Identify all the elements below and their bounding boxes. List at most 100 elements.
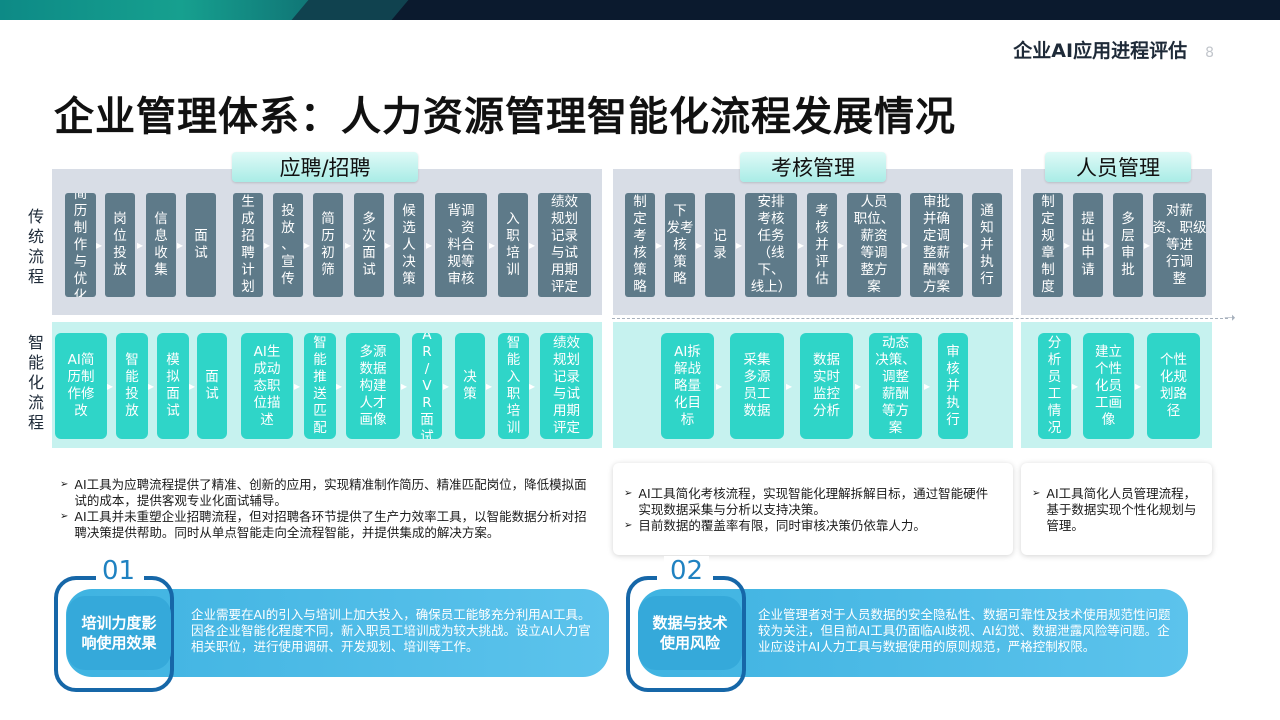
arrow-right-icon: ▸	[148, 379, 155, 393]
arrow-right-icon: ▸	[264, 238, 271, 252]
arrow-right-icon: ▸	[529, 238, 536, 252]
ai-step: 分 析 员 工 情 况	[1038, 333, 1071, 439]
ai-step: 决 策	[455, 333, 485, 439]
top-bar-gradient	[0, 0, 330, 20]
notes-card-staff	[1021, 463, 1212, 555]
arrow-right-icon: ▸	[529, 379, 536, 393]
note-text: AI工具简化人员管理流程，基于数据实现个性化规划与管理。	[1046, 486, 1197, 533]
challenge-text: 企业需要在AI的引入与培训上加大投入，确保员工能够充分利用AI工具。因各企业智能…	[191, 607, 591, 654]
list-item: ➢ AI工具简化考核流程，实现智能化理解拆解目标，通过智能硬件实现数据采集与分析以…	[624, 486, 996, 518]
trad-step: 简 历 制 作 与 优 化	[65, 193, 96, 297]
ai-step: 智 能 投 放	[116, 333, 148, 439]
list-item: ➢ AI工具并未重塑企业招聘流程，但对招聘各环节提供了生产力效率工具，以智能数据分…	[60, 509, 588, 541]
arrow-right-icon: ▸	[486, 379, 493, 393]
trad-step: 入 职 培 训	[498, 193, 528, 297]
arrow-right-icon: ▸	[96, 238, 103, 252]
bullet-icon: ➢	[60, 479, 69, 490]
trad-step: 背调 、资 料合 规等 审核	[435, 193, 487, 297]
notes-staff: ➢ AI工具简化人员管理流程，基于数据实现个性化规划与管理。	[1032, 486, 1202, 534]
arrow-right-icon: ▸	[716, 379, 723, 393]
notes-card-assess	[613, 463, 1013, 555]
ai-step: 面 试	[197, 333, 227, 439]
arrow-right-icon: ▸	[1072, 379, 1079, 393]
trad-step: 面 试	[186, 193, 216, 297]
arrow-right-icon: ▸	[189, 379, 196, 393]
arrow-right-icon: ▸	[443, 379, 450, 393]
ai-step: 动态 决策、 调整 薪酬 等方 案	[869, 333, 922, 439]
arrow-right-icon: ▸	[385, 238, 392, 252]
arrow-right-icon: ➝	[1224, 310, 1236, 326]
trad-step: 多 次 面 试	[354, 193, 384, 297]
arrow-right-icon: ▸	[736, 238, 743, 252]
arrow-right-icon: ▸	[294, 379, 301, 393]
ai-step: 审 核 并 执 行	[938, 333, 968, 439]
bullet-icon: ➢	[624, 488, 633, 499]
section-title-assess: 考核管理	[740, 152, 886, 182]
header-title: 企业AI应用进程评估	[1013, 40, 1188, 62]
notes-assess: ➢ AI工具简化考核流程，实现智能化理解拆解目标，通过智能硬件实现数据采集与分析以…	[624, 486, 996, 534]
page-number: 8	[1205, 45, 1214, 61]
arrow-right-icon: ▸	[1144, 238, 1151, 252]
arrow-right-icon: ▸	[1135, 379, 1142, 393]
arrow-right-icon: ▸	[107, 379, 114, 393]
ai-step: 数据 实时 监控 分析	[800, 333, 853, 439]
trad-step: 对薪 资、职级 等进 行调 整	[1153, 193, 1206, 297]
trad-step: 记 录	[705, 193, 735, 297]
arrow-right-icon: ▸	[1064, 238, 1071, 252]
trad-step: 简 历 初 筛	[313, 193, 343, 297]
arrow-right-icon: ▸	[426, 238, 433, 252]
arrow-right-icon: ▸	[924, 379, 931, 393]
top-bar-slant	[291, 0, 409, 20]
trad-step: 生 成 招 聘 计 划	[233, 193, 263, 297]
trad-step: 多 层 审 批	[1113, 193, 1143, 297]
arrow-right-icon: ▸	[304, 238, 311, 252]
note-text: 目前数据的覆盖率有限，同时审核决策仍依靠人力。	[638, 518, 926, 533]
row-label-traditional: 传 统 流 程	[27, 207, 44, 286]
trad-step: 制 定 规 章 制 度	[1033, 193, 1063, 297]
trad-step: 制 定 考 核 策 略	[625, 193, 655, 297]
top-decor-bar	[0, 0, 1280, 20]
ai-step: AI拆 解战 略量 化目 标	[661, 333, 714, 439]
ai-step: 采集 多源 员工 数据	[730, 333, 784, 439]
ai-step: 多源 数据 构建 人才 画像	[346, 333, 400, 439]
arrow-right-icon: ▸	[798, 238, 805, 252]
trad-step: 审批 并确 定调 整薪 酬等 方案	[910, 193, 963, 297]
arrow-right-icon: ▸	[963, 238, 970, 252]
ai-step: 绩效 规划 记录 与试 用期 评定	[540, 333, 593, 439]
ai-step: 智 能 推 送 匹 配	[304, 333, 336, 439]
list-item: ➢AI工具为应聘流程提供了精准、创新的应用，实现精准制作简历、精准匹配岗位，降低…	[60, 477, 588, 509]
note-text: AI工具简化考核流程，实现智能化理解拆解目标，通过智能硬件实现数据采集与分析以支…	[638, 486, 989, 517]
note-text: AI工具并未重塑企业招聘流程，但对招聘各环节提供了生产力效率工具，以智能数据分析…	[74, 509, 587, 540]
arrow-right-icon: ▸	[696, 238, 703, 252]
ai-step: 建立 个性 化员 工画 像	[1083, 333, 1134, 439]
arrow-right-icon: ▸	[855, 379, 862, 393]
bullet-icon: ➢	[1032, 488, 1041, 499]
arrow-right-icon: ▸	[1104, 238, 1111, 252]
trad-step: 下 发考 核 策 略	[665, 193, 695, 297]
arrow-right-icon: ▸	[336, 379, 343, 393]
arrow-right-icon: ▸	[902, 238, 909, 252]
ai-step: AI简 历制 作修 改	[55, 333, 107, 439]
arrow-right-icon: ▸	[489, 238, 496, 252]
trad-step: 投 放 、 宣 传	[273, 193, 303, 297]
header: 企业AI应用进程评估 8	[1013, 36, 1214, 63]
arrow-right-icon: ▸	[177, 238, 184, 252]
notes-recruit: ➢AI工具为应聘流程提供了精准、创新的应用，实现精准制作简历、精准匹配岗位，降低…	[60, 477, 588, 541]
list-item: ➢目前数据的覆盖率有限，同时审核决策仍依靠人力。	[624, 518, 996, 534]
challenge-number: 02	[664, 556, 710, 586]
trad-step: 绩效 规划 记录 与试 用期 评定	[538, 193, 591, 297]
row-label-ai: 智 能 化 流 程	[27, 333, 44, 432]
ai-step: 个性 化规 划路 径	[1147, 333, 1200, 439]
trad-step: 通 知 并 执 行	[972, 193, 1002, 297]
arrow-right-icon: ▸	[137, 238, 144, 252]
trad-step: 提 出 申 请	[1073, 193, 1103, 297]
ai-step: 模 拟 面 试	[157, 333, 189, 439]
challenge-label: 培训力度影 响使用效果	[67, 596, 171, 670]
section-title-staff: 人员管理	[1045, 152, 1191, 182]
arrow-right-icon: ▸	[656, 238, 663, 252]
arrow-right-icon: ▸	[786, 379, 793, 393]
section-title-recruit: 应聘/招聘	[232, 152, 418, 182]
bullet-icon: ➢	[60, 511, 69, 522]
challenge-number: 01	[96, 556, 142, 586]
ai-step: A R / V R 面 试	[412, 333, 442, 439]
